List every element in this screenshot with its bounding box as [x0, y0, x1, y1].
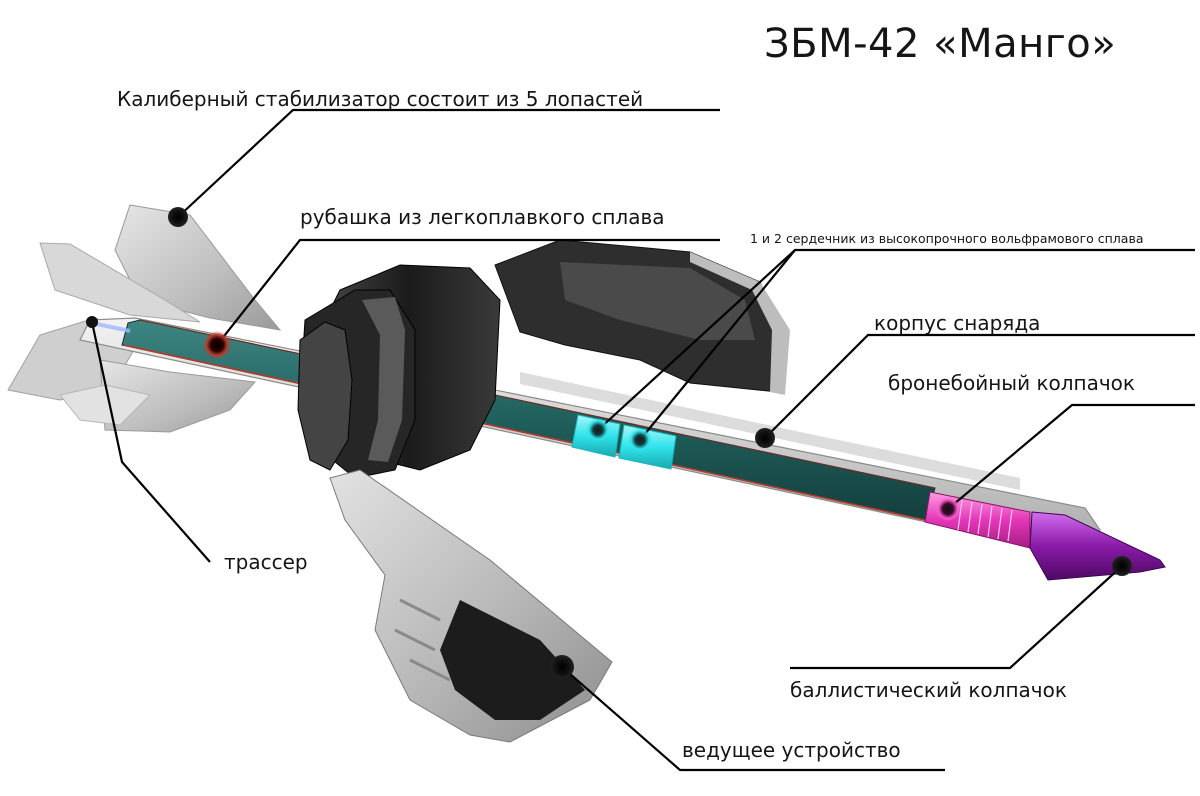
sabot-petal-inner [440, 600, 585, 720]
dot-ap-cap [936, 497, 960, 521]
dot-ballistic [1112, 556, 1132, 576]
leader-jacket [216, 238, 720, 346]
diagram-title: ЗБМ-42 «Манго» [764, 21, 1117, 67]
leader-core-2 [639, 248, 1195, 441]
marker-dots [86, 207, 1132, 679]
label-cores: 1 и 2 сердечник из высокопрочного вольфр… [750, 231, 1144, 246]
sabot-rear-petal-highlight [560, 262, 755, 340]
leader-ap-cap [947, 403, 1195, 510]
leader-body [764, 333, 1195, 439]
leader-lines [90, 108, 1195, 772]
leader-ballistic [790, 565, 1123, 670]
dot-core-1 [586, 418, 610, 442]
sabot-rear-grey-edge [690, 252, 790, 395]
label-tracer: трассер [224, 550, 308, 574]
leader-core-1 [597, 249, 796, 431]
dot-jacket [203, 331, 231, 359]
sabot-lower-petal [329, 469, 613, 743]
label-sabot: ведущее устройство [682, 738, 901, 762]
dot-stabilizer [168, 207, 188, 227]
label-body: корпус снаряда [874, 311, 1041, 335]
dot-sabot [550, 655, 574, 679]
ballistic-cap-part [1029, 511, 1166, 581]
sabot-ring-highlight [362, 297, 405, 462]
leader-sabot [561, 666, 945, 772]
fin-top-left [39, 242, 201, 323]
jacket-line [123, 344, 926, 521]
leader-stabilizer [177, 108, 720, 218]
sabot-ring-front [297, 321, 353, 471]
ap-cap-threads [957, 499, 1013, 542]
sabot-rings [297, 264, 501, 479]
label-ballistic-cap: баллистический колпачок [790, 678, 1067, 702]
sabot-upper [494, 239, 790, 395]
label-ap-cap: бронебойный колпачок [888, 371, 1136, 395]
fin-lower-back [59, 384, 151, 426]
fin-lower [99, 359, 257, 433]
tracer-glow [91, 321, 131, 333]
label-jacket: рубашка из легкоплавкого сплава [300, 205, 665, 229]
jacket-line-top [139, 319, 936, 489]
leader-tracer [90, 321, 211, 563]
dot-body [755, 428, 775, 448]
core-rod [121, 319, 936, 521]
dot-core-2 [628, 428, 652, 452]
projectile-body [79, 317, 1166, 581]
sabot-petal-grooves [394, 598, 451, 682]
dot-tracer [86, 316, 98, 328]
label-stabilizer: Калиберный стабилизатор состоит из 5 лоп… [117, 87, 644, 111]
